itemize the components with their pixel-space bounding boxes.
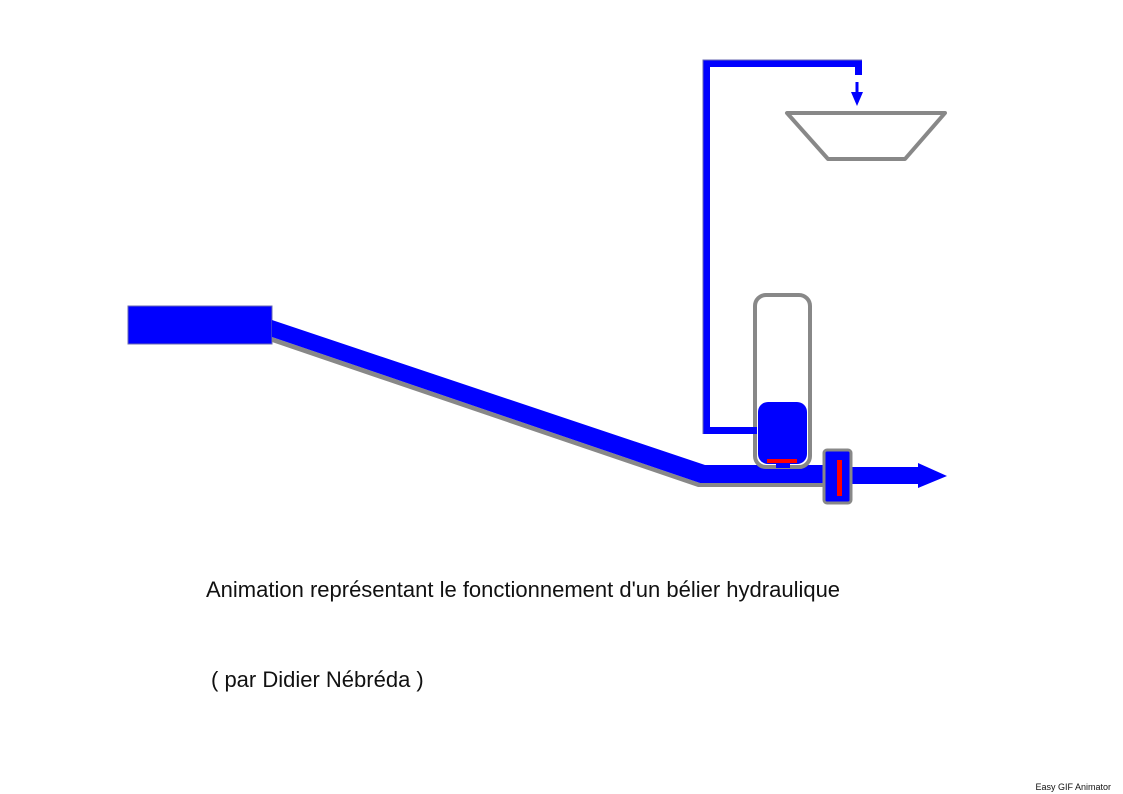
waste-outflow-pipe: [850, 467, 922, 484]
watermark: Easy GIF Animator: [1035, 782, 1111, 792]
delivery-pipe-edge: [702, 59, 862, 434]
water-flow-arrow-down: [851, 82, 863, 106]
waste-outflow-arrow-head: [918, 463, 947, 488]
diagram-author: ( par Didier Nébréda ): [211, 667, 424, 692]
diagram-title: Animation représentant le fonctionnement…: [206, 577, 841, 602]
drive-pipe: [272, 320, 825, 483]
delivery-pipe: [703, 60, 862, 434]
delivery-check-valve: [767, 459, 797, 463]
basin: [785, 111, 947, 161]
impulse-valve: [837, 460, 842, 496]
supply-reservoir: [127, 305, 273, 345]
air-vessel-water: [758, 402, 807, 464]
vessel-neck: [776, 462, 790, 468]
